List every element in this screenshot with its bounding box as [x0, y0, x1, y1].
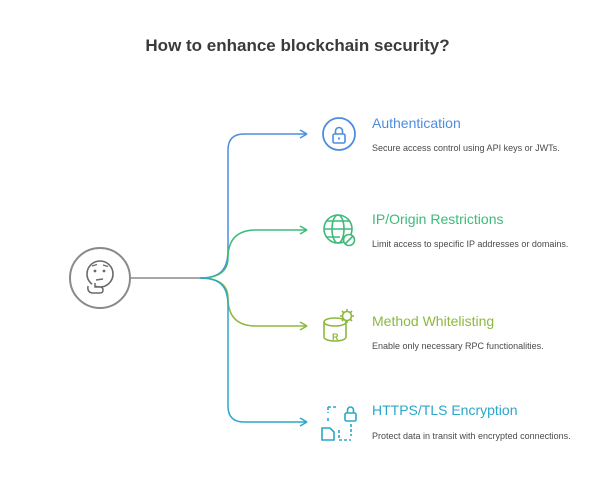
diagram-title: How to enhance blockchain security? [145, 36, 450, 55]
item-title-ip-origin: IP/Origin Restrictions [372, 211, 504, 227]
branch-https-tls [199, 277, 307, 423]
lock-icon [322, 117, 356, 151]
arrow-method-whitelisting [299, 321, 308, 331]
item-desc-ip-origin: Limit access to specific IP addresses or… [372, 239, 569, 249]
globe-restricted-icon [323, 214, 356, 247]
thinking-face-icon [69, 247, 131, 309]
item-desc-https-tls: Protect data in transit with encrypted c… [372, 431, 571, 441]
database-settings-icon: R [323, 309, 354, 342]
arrow-ip-origin [299, 225, 308, 235]
svg-text:R: R [332, 332, 339, 342]
arrow-authentication [299, 129, 308, 139]
branch-method-whitelisting [199, 277, 307, 327]
arrow-https-tls [299, 417, 308, 427]
item-title-method-whitelisting: Method Whitelisting [372, 313, 495, 329]
item-desc-method-whitelisting: Enable only necessary RPC functionalitie… [372, 341, 544, 351]
item-title-https-tls: HTTPS/TLS Encryption [372, 402, 518, 418]
item-desc-authentication: Secure access control using API keys or … [372, 143, 560, 153]
encrypted-file-icon [321, 406, 357, 441]
branch-ip-origin [199, 229, 307, 279]
branch-authentication [199, 133, 307, 279]
item-title-authentication: Authentication [372, 115, 461, 131]
